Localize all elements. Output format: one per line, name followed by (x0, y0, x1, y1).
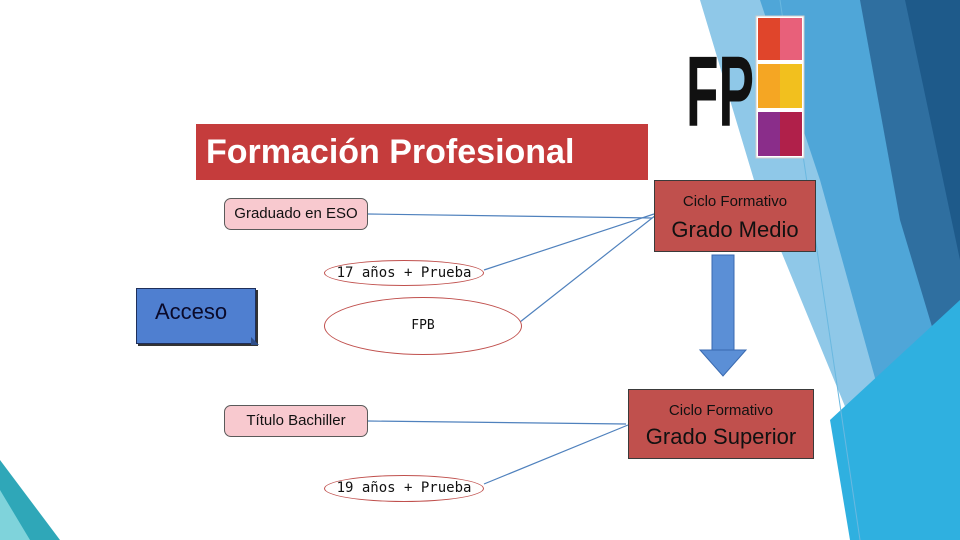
bg-teal-corner-light (0, 490, 30, 540)
down-arrow-icon (698, 254, 748, 377)
cycle-grado-superior: Ciclo Formativo Grado Superior (628, 389, 814, 459)
entry-titulo-bachiller: Título Bachiller (224, 405, 368, 437)
connector-bach-to-superior (367, 420, 627, 425)
entry-graduado-eso: Graduado en ESO (224, 198, 368, 230)
bg-bright-blue-panel (830, 300, 960, 540)
fp-logo-letters: FP (686, 36, 754, 148)
cycle-medio-sub: Ciclo Formativo (682, 193, 788, 210)
cycle-superior-sub: Ciclo Formativo (668, 402, 774, 419)
access-note: Acceso (136, 288, 256, 344)
page-title: Formación Profesional (196, 124, 648, 180)
connector-eso-to-medio (367, 213, 653, 219)
connector-19-to-superior (483, 424, 629, 485)
connector-fpb-to-medio (519, 214, 657, 323)
route-17-prueba: 17 años + Prueba (324, 260, 484, 286)
connector-17-to-medio (483, 213, 655, 271)
cycle-medio-main: Grado Medio (671, 217, 799, 242)
route-19-prueba: 19 años + Prueba (324, 475, 484, 502)
bg-navy-panel (905, 0, 960, 260)
cycle-grado-medio: Ciclo Formativo Grado Medio (654, 180, 816, 252)
connector-lines (367, 213, 657, 485)
cycle-superior-main: Grado Superior (645, 424, 797, 449)
fp-logo: FP (686, 15, 805, 159)
access-note-fold (251, 337, 259, 345)
route-fpb: FPB (324, 297, 522, 355)
